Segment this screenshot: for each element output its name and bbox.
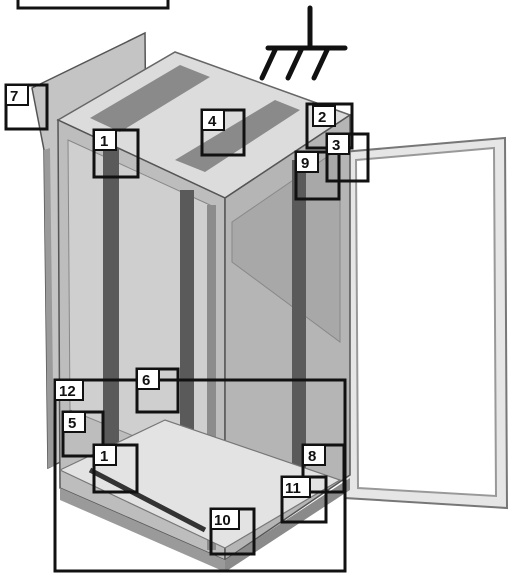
callout-10: 10 (214, 512, 231, 529)
callout-3: 3 (332, 137, 340, 154)
callout-4: 4 (208, 113, 217, 130)
callout-5: 5 (68, 415, 76, 432)
open-door (340, 136, 509, 510)
callout-12: 12 (59, 383, 76, 400)
callout-7: 7 (10, 88, 18, 105)
callout-2: 2 (318, 109, 326, 126)
callout-9: 9 (301, 155, 309, 172)
callout-1b: 1 (100, 448, 108, 465)
callout-6: 6 (142, 372, 150, 389)
cabinet-floor (58, 419, 342, 549)
cropped-top-box (16, 0, 170, 10)
callout-11: 11 (285, 480, 301, 497)
callout-1a: 1 (100, 133, 108, 150)
callout-labels: 7 1 4 2 3 9 12 6 5 1 8 11 10 (5, 84, 350, 530)
callout-8: 8 (308, 448, 316, 465)
earth-ground-symbol (259, 5, 348, 81)
mounting-rails (103, 148, 306, 550)
